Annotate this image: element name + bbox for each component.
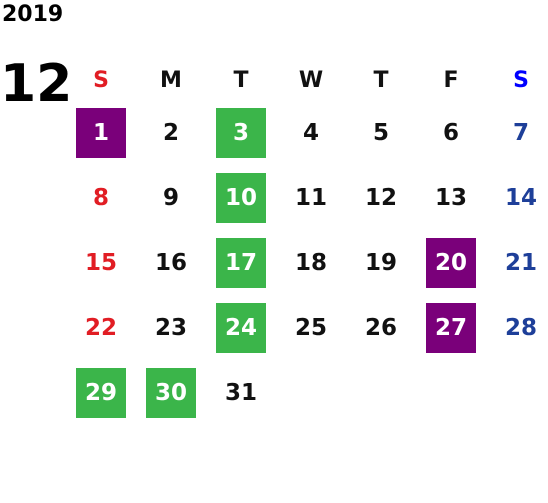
day-cell[interactable]: 21 bbox=[504, 249, 537, 276]
day-cell[interactable]: 13 bbox=[434, 184, 467, 211]
weekday-header-row: S M T W T F S bbox=[66, 60, 548, 100]
day-cell[interactable]: 15 bbox=[84, 249, 117, 276]
week-row: 1 2 3 4 5 6 7 bbox=[66, 100, 548, 165]
day-cell[interactable]: 9 bbox=[162, 184, 179, 211]
day-cell[interactable]: 6 bbox=[442, 119, 459, 146]
week-row: 29 30 31 bbox=[66, 360, 548, 425]
day-cell[interactable]: 1 bbox=[76, 107, 126, 158]
day-cell[interactable]: 31 bbox=[224, 379, 257, 406]
day-cell[interactable]: 3 bbox=[216, 107, 266, 158]
day-cell[interactable]: 23 bbox=[154, 314, 187, 341]
day-cell[interactable]: 26 bbox=[364, 314, 397, 341]
week-row: 22 23 24 25 26 27 28 bbox=[66, 295, 548, 360]
day-cell[interactable]: 29 bbox=[76, 367, 126, 418]
day-cell[interactable]: 19 bbox=[364, 249, 397, 276]
day-cell[interactable]: 22 bbox=[84, 314, 117, 341]
weekday-sat: S bbox=[513, 67, 529, 93]
day-cell[interactable]: 7 bbox=[512, 119, 529, 146]
empty-day-cell bbox=[356, 368, 406, 418]
weekday-tue: T bbox=[233, 67, 249, 93]
day-cell[interactable]: 17 bbox=[216, 237, 266, 288]
day-cell[interactable]: 30 bbox=[146, 367, 196, 418]
year-label: 2019 bbox=[2, 2, 64, 27]
day-cell[interactable]: 10 bbox=[216, 172, 266, 223]
day-cell[interactable]: 28 bbox=[504, 314, 537, 341]
empty-day-cell bbox=[286, 368, 336, 418]
week-row: 8 9 10 11 12 13 14 bbox=[66, 165, 548, 230]
day-cell[interactable]: 16 bbox=[154, 249, 187, 276]
day-cell[interactable]: 18 bbox=[294, 249, 327, 276]
day-cell[interactable]: 12 bbox=[364, 184, 397, 211]
day-cell[interactable]: 11 bbox=[294, 184, 327, 211]
month-label: 12 bbox=[0, 54, 73, 114]
weekday-sun: S bbox=[93, 67, 109, 93]
weekday-mon: M bbox=[160, 67, 182, 93]
weekday-wed: W bbox=[298, 67, 324, 93]
week-row: 15 16 17 18 19 20 21 bbox=[66, 230, 548, 295]
day-cell[interactable]: 4 bbox=[302, 119, 319, 146]
day-cell[interactable]: 2 bbox=[162, 119, 179, 146]
day-cell[interactable]: 24 bbox=[216, 302, 266, 353]
day-cell[interactable]: 25 bbox=[294, 314, 327, 341]
day-cell[interactable]: 14 bbox=[504, 184, 537, 211]
weekday-thu: T bbox=[373, 67, 389, 93]
empty-day-cell bbox=[426, 368, 476, 418]
day-cell[interactable]: 20 bbox=[426, 237, 476, 288]
day-cell[interactable]: 5 bbox=[372, 119, 389, 146]
day-cell[interactable]: 8 bbox=[92, 184, 109, 211]
empty-day-cell bbox=[496, 368, 546, 418]
weekday-fri: F bbox=[443, 67, 459, 93]
day-cell[interactable]: 27 bbox=[426, 302, 476, 353]
